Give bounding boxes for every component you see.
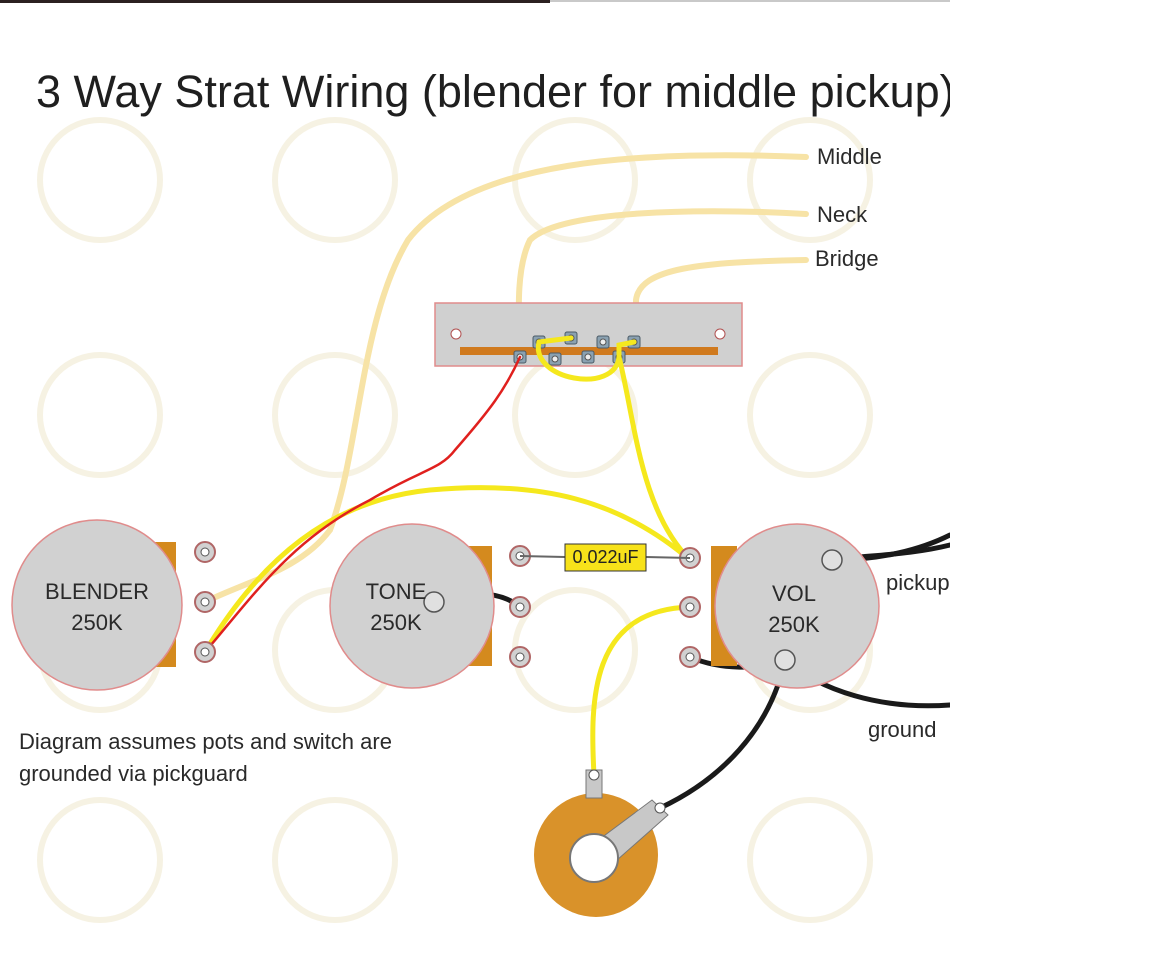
watermark-seals: [37, 117, 873, 923]
vol-pot-label: VOL 250K: [734, 578, 854, 640]
cropped-margin: [950, 0, 1152, 960]
output-jack: [534, 769, 669, 917]
page-title: 3 Way Strat Wiring (blender for middle p…: [36, 66, 950, 117]
tone-to-vol-yellow-wire: [202, 485, 693, 655]
switch-to-vol-yellow-wire: [616, 354, 693, 563]
blender-pot: [11, 519, 216, 691]
tone-pot: [329, 523, 531, 689]
tone-pot-name: TONE: [365, 579, 427, 604]
jack-to-vol-yellow-wire: [590, 604, 693, 778]
three-way-switch: [434, 302, 743, 367]
middle-pickup-label: Middle: [817, 144, 882, 169]
grounding-note-line2: grounded via pickguard: [19, 761, 248, 786]
capacitor-0022uf: [519, 543, 691, 572]
neck-pickup-label: Neck: [817, 202, 868, 227]
grounding-note-line1: Diagram assumes pots and switch are: [19, 729, 392, 754]
bridge-pickup-label: Bridge: [815, 246, 879, 271]
blender-pot-name: BLENDER: [45, 579, 149, 604]
grounding-note: Diagram assumes pots and switch are grou…: [19, 726, 479, 790]
switch-yellow-jumpers: [536, 335, 637, 382]
bridge-pickup-wire: [633, 257, 809, 343]
middle-pickup-wire: [202, 152, 809, 605]
vol-pot-value: 250K: [768, 612, 820, 637]
top-bar-dark: [0, 0, 550, 3]
blender-pot-value: 250K: [71, 610, 123, 635]
yellow-wires: [202, 354, 693, 778]
vol-pot: [679, 523, 880, 689]
tone-pot-label: TONE 250K: [336, 576, 456, 638]
top-bar-light: [550, 0, 950, 2]
pickup-output-label: pickup: [886, 570, 950, 595]
ground-output-label: ground: [868, 717, 937, 742]
blender-pot-label: BLENDER 250K: [37, 576, 157, 638]
capacitor-value-label: 0.022uF: [572, 547, 639, 567]
vol-pot-name: VOL: [771, 581, 817, 606]
tone-pot-value: 250K: [370, 610, 422, 635]
blender-to-switch-red-wire: [203, 355, 522, 654]
